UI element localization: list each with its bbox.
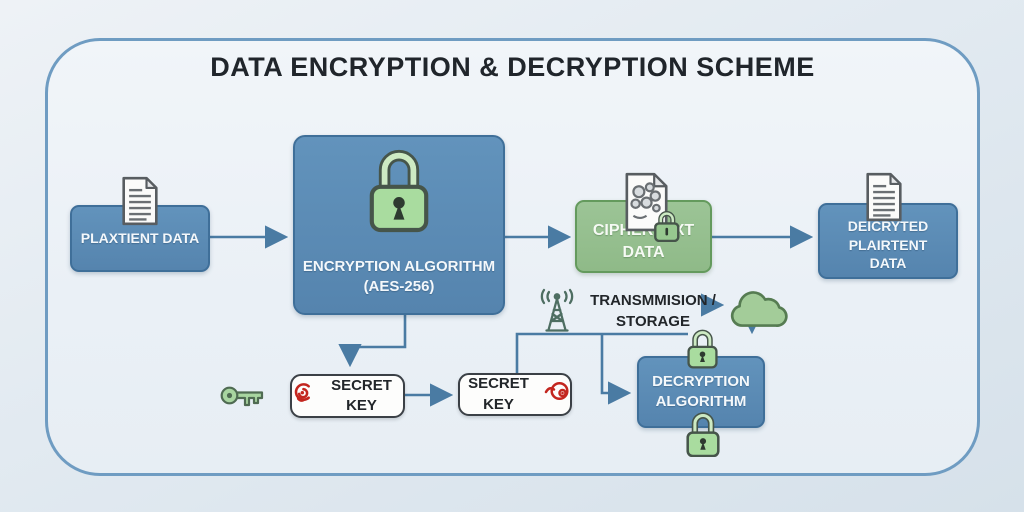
decryption-label-line2: ALGORITHM — [655, 393, 747, 410]
node-secret-key-right: SECRET KEY — [458, 373, 572, 416]
node-secret-key-left: SECRET KEY — [290, 374, 405, 418]
key-ring-icon — [544, 380, 570, 408]
decrypted-label-line2: PLAIRTENT — [848, 236, 928, 253]
cloud-icon — [728, 285, 790, 337]
encryption-label-line1: ENCRYPTION ALGORITHM — [302, 257, 496, 275]
transmission-storage-caption: TRANSMMISION / STORAGE — [583, 290, 723, 332]
encrypted-document-icon — [620, 172, 684, 247]
decryption-label-line1: DECRYPTION — [652, 372, 750, 390]
encryption-label-line2: (AES-256) — [363, 277, 435, 295]
decrypted-label-line1: DEICRYTED — [847, 217, 929, 234]
node-encryption-algorithm: ENCRYPTION ALGORITHM (AES-256) — [293, 135, 505, 315]
transmission-line1: TRANSMMISION / — [590, 292, 716, 309]
radio-tower-icon — [534, 282, 580, 339]
secret-key-right-label: SECRET KEY — [468, 375, 529, 413]
padlock-icon — [686, 328, 719, 374]
key-swirl-icon — [292, 381, 313, 410]
padlock-icon — [685, 410, 721, 462]
plaintext-label: PLAXTIENT DATA — [80, 230, 200, 247]
secret-key-left-label: SECRET KEY — [331, 376, 392, 414]
document-icon — [118, 176, 162, 231]
document-icon — [862, 172, 906, 227]
padlock-icon — [367, 144, 431, 242]
ciphertext-label-line2: DATA — [622, 243, 665, 261]
transmission-line2: STORAGE — [616, 313, 690, 330]
decrypted-label-line3: DATA — [869, 255, 907, 272]
diagram-title: DATA ENCRYPTION & DECRYPTION SCHEME — [210, 52, 815, 82]
key-icon — [220, 382, 266, 414]
